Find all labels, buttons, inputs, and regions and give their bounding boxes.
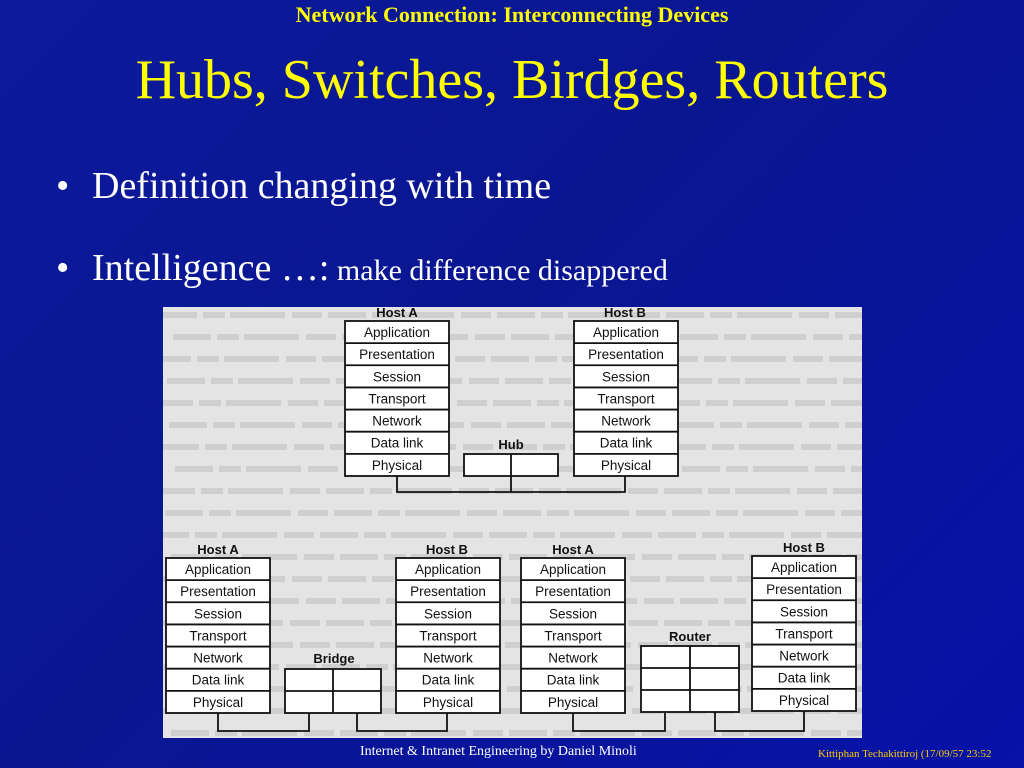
- host-label: Host B: [426, 542, 468, 557]
- osi-layer-label: Application: [364, 325, 430, 340]
- bullet-marker: •: [56, 247, 70, 289]
- osi-layer-label: Data link: [778, 671, 831, 686]
- footer-author: Kittiphan Techakittiroj (17/09/57 23:52: [818, 748, 992, 760]
- osi-layer-label: Application: [185, 562, 251, 577]
- osi-layer-label: Presentation: [180, 584, 256, 599]
- osi-diagram: Host A Host B Hub Host A Host B Bridge H…: [163, 307, 862, 738]
- osi-layer-label: Session: [602, 369, 650, 384]
- osi-layer-label: Presentation: [359, 347, 435, 362]
- osi-layer-label: Application: [771, 560, 837, 575]
- osi-layer-label: Physical: [779, 693, 829, 708]
- osi-layer-label: Data link: [422, 673, 475, 688]
- osi-layer-label: Data link: [371, 436, 424, 451]
- osi-layer-label: Session: [549, 606, 597, 621]
- hub-device: Hub: [396, 437, 626, 493]
- host-label: Host B: [604, 307, 646, 320]
- bridge-label: Bridge: [313, 651, 354, 666]
- bullet-text-large: Intelligence …:: [92, 247, 330, 289]
- router-host-a-stack: Host A: [520, 542, 626, 714]
- osi-layer-label: Presentation: [766, 582, 842, 597]
- host-label: Host A: [376, 307, 418, 320]
- osi-layer-label: Data link: [192, 673, 245, 688]
- osi-layer-label: Physical: [193, 695, 243, 710]
- osi-layer-label: Network: [372, 414, 422, 429]
- osi-layer-label: Network: [423, 651, 473, 666]
- host-label: Host B: [783, 540, 825, 555]
- bullet-definition: • Definition changing with time: [56, 162, 551, 210]
- osi-layer-label: Network: [548, 651, 598, 666]
- bullet-text: Definition changing with time: [92, 165, 552, 207]
- osi-layer-label: Network: [601, 414, 651, 429]
- bridge-host-b-stack: Host B: [395, 542, 501, 714]
- scan-texture: [163, 307, 862, 738]
- osi-layer-label: Application: [540, 562, 606, 577]
- osi-layer-label: Session: [424, 606, 472, 621]
- osi-layer-label: Transport: [775, 626, 833, 641]
- host-label: Host A: [552, 542, 594, 557]
- osi-layer-label: Data link: [600, 436, 653, 451]
- osi-layer-label: Physical: [423, 695, 473, 710]
- osi-layer-label: Transport: [419, 628, 477, 643]
- osi-layer-label: Presentation: [410, 584, 486, 599]
- osi-device-figure: Host A Host B Hub Host A Host B Bridge H…: [163, 307, 862, 738]
- bullet-text-small: make difference disappered: [329, 254, 668, 287]
- supertitle: Network Connection: Interconnecting Devi…: [295, 2, 729, 27]
- osi-layer-label: Session: [194, 606, 242, 621]
- bridge-device: Bridge: [217, 651, 448, 732]
- osi-layer-label: Physical: [372, 458, 422, 473]
- layer-labels: ApplicationPresentationSessionTransportN…: [166, 325, 856, 710]
- osi-layer-label: Physical: [601, 458, 651, 473]
- osi-layer-label: Transport: [189, 628, 247, 643]
- osi-layer-label: Presentation: [535, 584, 611, 599]
- bullet-marker: •: [56, 165, 70, 207]
- osi-layer-label: Transport: [368, 391, 426, 406]
- osi-layer-label: Transport: [544, 628, 602, 643]
- router-device: Router: [572, 629, 805, 732]
- top-host-b-stack: Host B: [573, 307, 679, 477]
- hub-label: Hub: [498, 437, 523, 452]
- top-host-a-stack: Host A: [344, 307, 450, 477]
- bullet-intelligence: • Intelligence …: make difference disappe…: [56, 244, 668, 295]
- router-label: Router: [669, 629, 711, 644]
- osi-layer-label: Session: [373, 369, 421, 384]
- osi-layer-label: Physical: [548, 695, 598, 710]
- bridge-host-a-stack: Host A: [165, 542, 271, 714]
- slide-title: Hubs, Switches, Birdges, Routers: [135, 49, 889, 111]
- footer-credit: Internet & Intranet Engineering by Danie…: [360, 744, 637, 759]
- osi-layer-label: Network: [779, 649, 829, 664]
- osi-layer-label: Session: [780, 604, 828, 619]
- osi-layer-label: Transport: [597, 391, 655, 406]
- host-label: Host A: [197, 542, 239, 557]
- osi-layer-label: Application: [593, 325, 659, 340]
- osi-layer-label: Network: [193, 651, 243, 666]
- osi-layer-label: Presentation: [588, 347, 664, 362]
- osi-layer-label: Application: [415, 562, 481, 577]
- osi-layer-label: Data link: [547, 673, 600, 688]
